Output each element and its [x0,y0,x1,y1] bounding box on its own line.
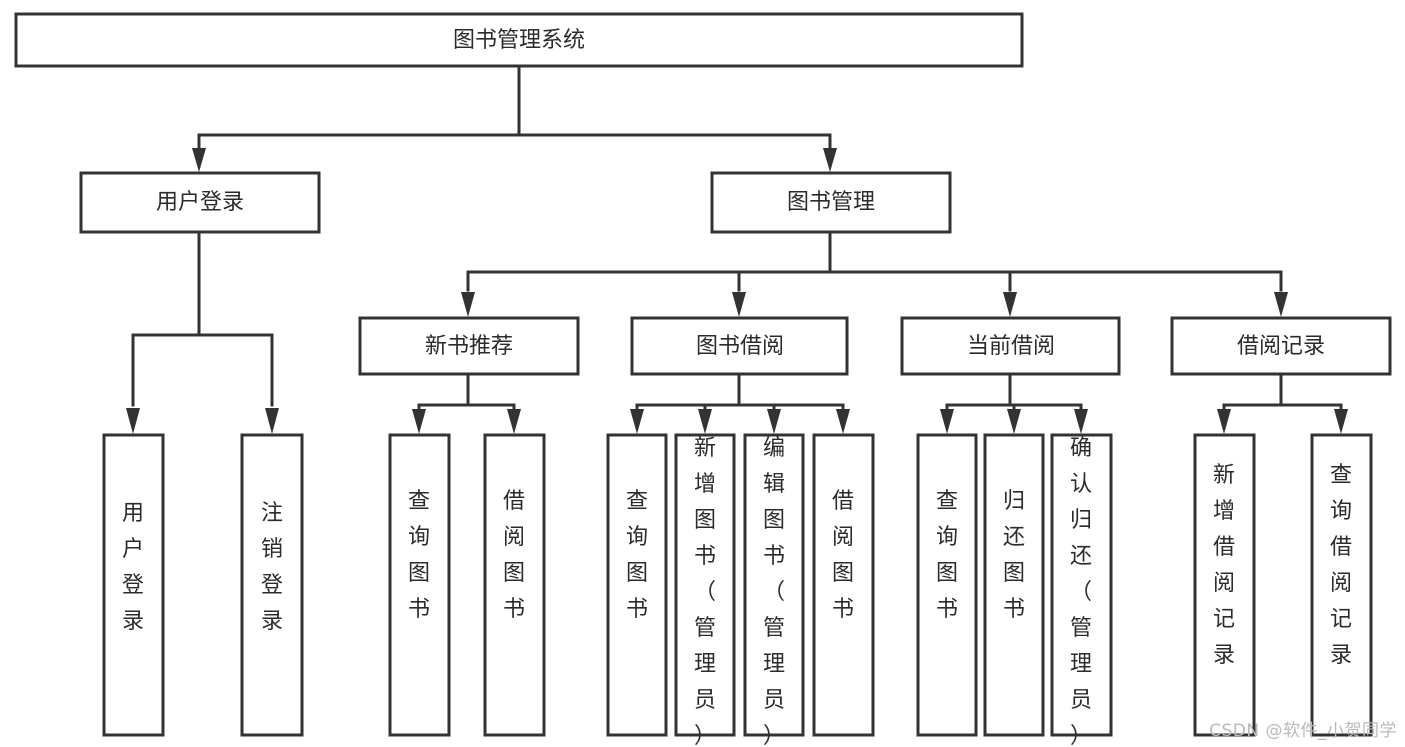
connector-group-borrow-record [1217,372,1348,434]
leaf-record-add[interactable]: 新增借阅记录 [1193,433,1256,737]
arrow-head-current-borrow [1003,292,1017,317]
node-current-borrow[interactable]: 当前借阅 [900,316,1121,376]
connector-group-new-book [412,372,521,434]
leaf-new-book-query-box[interactable] [388,433,451,737]
leaf-current-return-book-label: 归还图书 [1003,489,1025,622]
leaf-user-login-login-label: 用户登录 [122,501,144,634]
leaf-user-login-logout[interactable]: 注销登录 [240,433,304,737]
arrow-head-borrow-record [1274,292,1288,317]
leaf-borrow-borrow-book[interactable]: 借阅图书 [812,433,875,737]
arrow-head-nb-leaf1 [412,409,426,434]
node-user-login-label: 用户登录 [156,190,244,215]
arrow-head-bb-leaf3 [767,409,781,434]
node-current-borrow-box[interactable] [900,316,1121,376]
node-borrow-record-box[interactable] [1170,316,1392,376]
leaf-user-login-logout-label: 注销登录 [261,501,283,634]
arrow-head-new-book [461,292,475,317]
node-new-book-recommend[interactable]: 新书推荐 [358,316,580,376]
node-root-system-label: 图书管理系统 [453,28,585,53]
arrow-head-cb-leaf3 [1074,409,1088,434]
leaf-borrow-add-book-box[interactable] [674,433,736,737]
leaf-borrow-edit-book-label: 编辑图书（管理员） [763,436,785,747]
node-root-system-box[interactable] [14,12,1024,68]
node-book-management[interactable]: 图书管理 [710,171,952,234]
leaf-borrow-edit-book[interactable]: 编辑图书（管理员） [743,433,805,747]
node-book-borrow-label: 图书借阅 [696,334,784,359]
arrow-head-ul-leaf1 [126,408,140,434]
leaf-user-login-login[interactable]: 用户登录 [102,433,165,737]
node-book-borrow[interactable]: 图书借阅 [630,316,849,376]
connector-group-root [192,64,837,172]
leaf-current-confirm-return-box[interactable] [1050,433,1113,737]
leaf-borrow-add-book-label: 新增图书（管理员） [694,436,716,747]
leaf-current-query-book-box[interactable] [916,433,978,737]
leaf-borrow-query-book-box[interactable] [606,433,668,737]
leaf-current-query-book-label: 查询图书 [936,489,958,622]
node-new-book-recommend-box[interactable] [358,316,580,376]
node-root-system[interactable]: 图书管理系统 [14,12,1024,68]
leaf-new-book-query[interactable]: 查询图书 [388,433,451,737]
leaf-borrow-borrow-book-label: 借阅图书 [832,489,854,622]
node-borrow-record[interactable]: 借阅记录 [1170,316,1392,376]
arrow-head-user-login [192,148,206,172]
arrow-head-cb-leaf2 [1007,409,1021,434]
arrow-head-ul-leaf2 [265,408,279,434]
leaf-borrow-query-book-label: 查询图书 [626,489,648,622]
connector-group-user-login [126,230,279,434]
leaf-record-query[interactable]: 查询借阅记录 [1310,433,1373,737]
leaf-current-query-book[interactable]: 查询图书 [916,433,978,737]
arrow-head-br-leaf1 [1217,409,1231,434]
leaf-borrow-add-book[interactable]: 新增图书（管理员） [674,433,736,747]
leaf-new-book-borrow-box[interactable] [483,433,546,737]
node-user-login[interactable]: 用户登录 [79,171,321,234]
arrow-head-bb-leaf4 [836,409,850,434]
arrow-head-nb-leaf2 [507,409,521,434]
leaf-record-add-box[interactable] [1193,433,1256,737]
node-book-management-box[interactable] [710,171,952,234]
leaf-new-book-query-label: 查询图书 [408,489,430,622]
node-new-book-recommend-label: 新书推荐 [425,334,513,359]
leaf-current-confirm-return[interactable]: 确认归还（管理员） [1050,433,1113,747]
arrow-head-book-mgmt [823,148,837,172]
arrow-head-book-borrow [732,292,746,317]
leaf-record-add-label: 新增借阅记录 [1213,463,1235,668]
node-user-login-box[interactable] [79,171,321,234]
leaf-new-book-borrow[interactable]: 借阅图书 [483,433,546,737]
leaf-user-login-login-box[interactable] [102,433,165,737]
leaf-current-confirm-return-label: 确认归还（管理员） [1070,436,1092,747]
leaf-current-return-book-box[interactable] [983,433,1045,737]
leaf-borrow-borrow-book-box[interactable] [812,433,875,737]
connector-group-current-borrow [940,372,1088,434]
node-book-borrow-box[interactable] [630,316,849,376]
arrow-head-br-leaf2 [1334,409,1348,434]
arrow-head-bb-leaf2 [698,409,712,434]
leaf-record-query-label: 查询借阅记录 [1330,463,1352,668]
node-borrow-record-label: 借阅记录 [1237,334,1325,359]
leaf-record-query-box[interactable] [1310,433,1373,737]
leaf-new-book-borrow-label: 借阅图书 [503,489,525,622]
leaf-borrow-query-book[interactable]: 查询图书 [606,433,668,737]
leaf-user-login-logout-box[interactable] [240,433,304,737]
connector-group-book-mgmt [461,230,1288,317]
arrow-head-cb-leaf1 [940,409,954,434]
arrow-head-bb-leaf1 [630,409,644,434]
node-current-borrow-label: 当前借阅 [967,334,1055,359]
connector-group-book-borrow [630,372,850,434]
node-book-management-label: 图书管理 [787,190,875,215]
leaf-borrow-edit-book-box[interactable] [743,433,805,737]
leaf-current-return-book[interactable]: 归还图书 [983,433,1045,737]
